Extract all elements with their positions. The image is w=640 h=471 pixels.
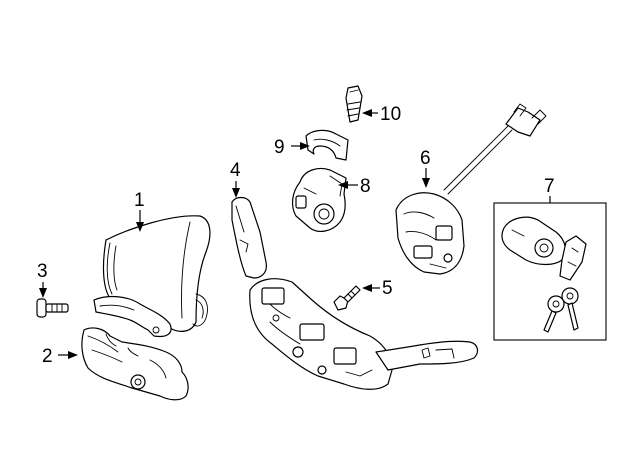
leader-arrow-9 bbox=[291, 142, 310, 150]
callout-label-3: 3 bbox=[37, 261, 48, 282]
callout-label-4: 4 bbox=[230, 160, 241, 181]
part-2-lower-cover[interactable] bbox=[81, 327, 189, 401]
callout-label-1: 1 bbox=[134, 190, 145, 211]
callout-label-6: 6 bbox=[420, 148, 431, 169]
leader-arrow-1 bbox=[136, 210, 144, 232]
leader-arrow-3 bbox=[39, 282, 47, 298]
part-4-combination-switch[interactable] bbox=[231, 196, 479, 390]
part-6-clock-spring[interactable] bbox=[395, 103, 547, 275]
callout-label-10: 10 bbox=[380, 104, 401, 125]
leader-arrow-6 bbox=[422, 168, 430, 188]
callout-label-7: 7 bbox=[544, 176, 555, 197]
part-7-ignition-lock-kit[interactable] bbox=[493, 202, 607, 341]
leader-arrow-2 bbox=[58, 351, 78, 359]
part-3-screw[interactable] bbox=[36, 298, 69, 318]
leader-arrow-10 bbox=[362, 109, 378, 117]
part-10-shear-bolt[interactable] bbox=[345, 85, 363, 123]
leader-arrow-8 bbox=[338, 181, 358, 189]
callout-label-9: 9 bbox=[274, 137, 285, 158]
callout-label-8: 8 bbox=[360, 176, 371, 197]
leader-arrow-5 bbox=[362, 284, 380, 292]
leader-arrow-4 bbox=[232, 181, 240, 198]
callout-label-2: 2 bbox=[42, 346, 53, 367]
part-5-bolt[interactable] bbox=[333, 285, 361, 311]
part-8-lock-housing[interactable] bbox=[291, 167, 347, 232]
callout-label-5: 5 bbox=[382, 278, 393, 299]
part-1-upper-cover[interactable] bbox=[93, 215, 211, 338]
part-9-clamp[interactable] bbox=[305, 129, 349, 161]
